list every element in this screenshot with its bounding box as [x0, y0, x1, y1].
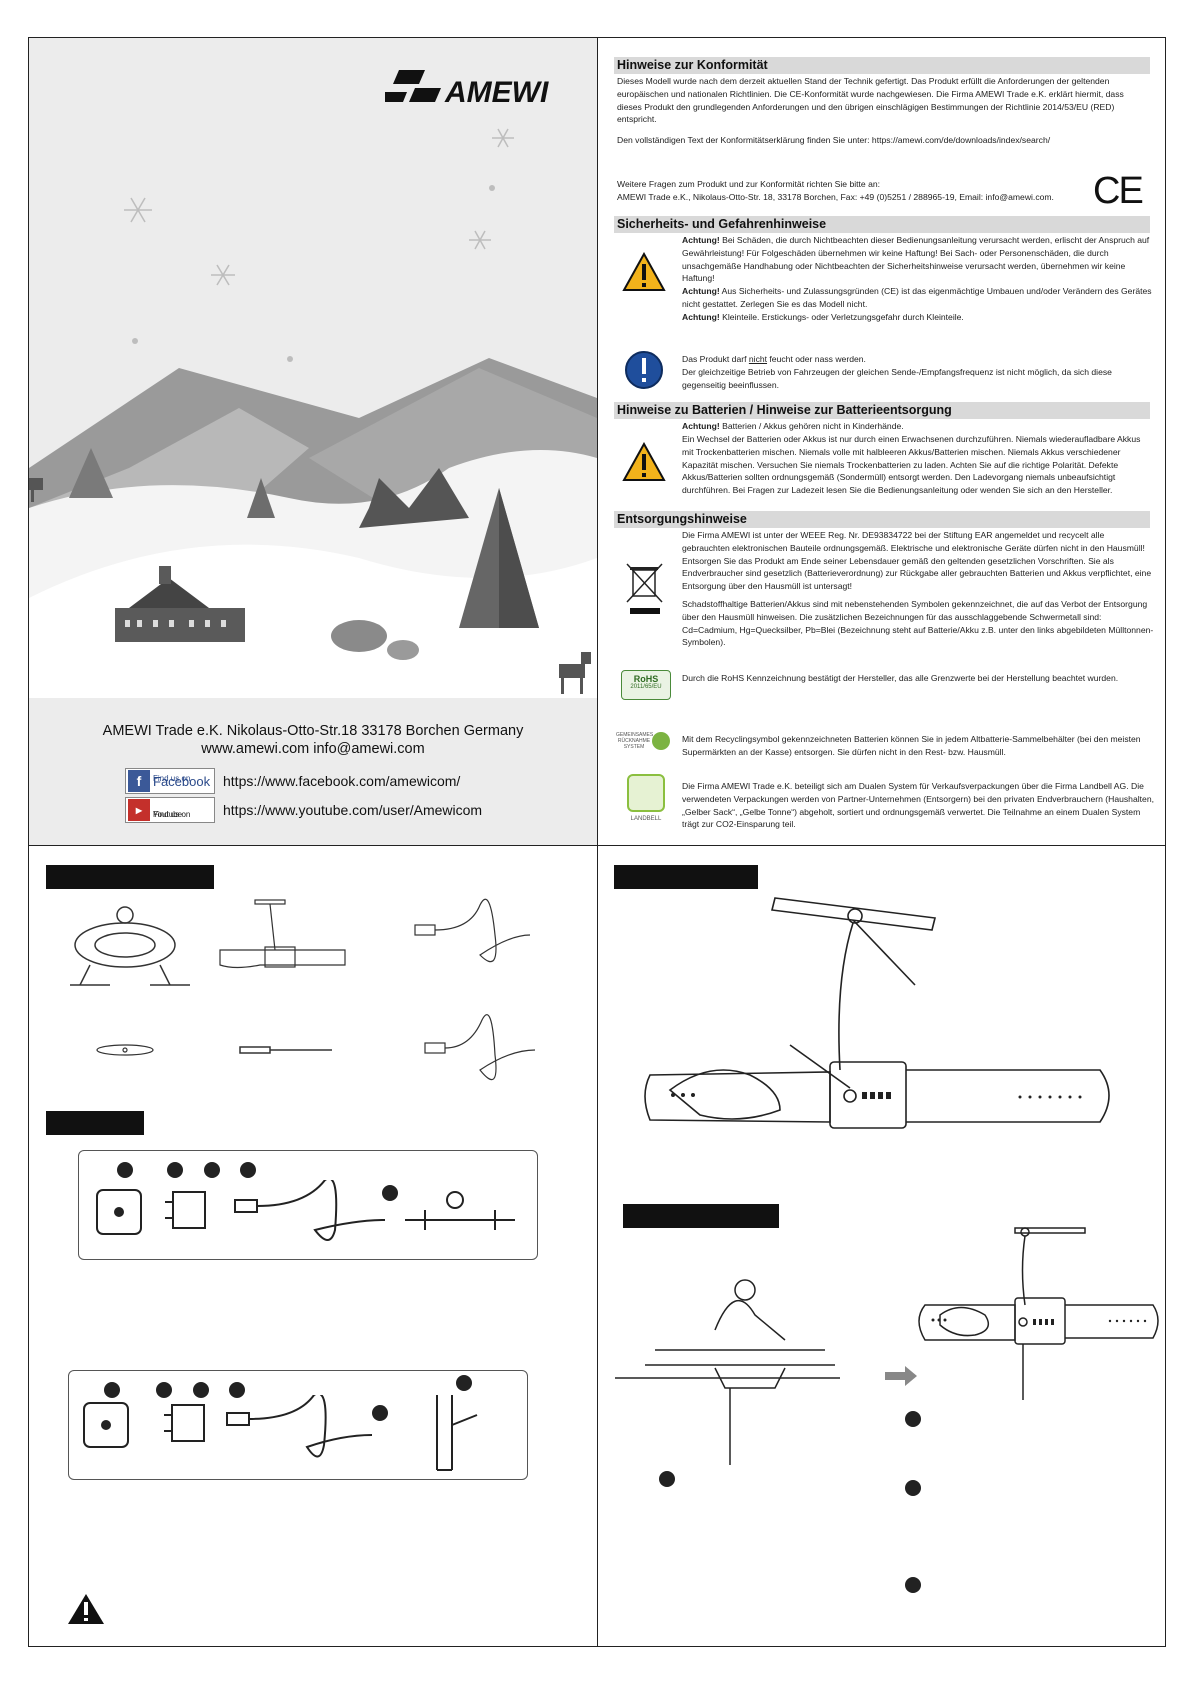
- warning-triangle-icon: [68, 1594, 104, 1624]
- safety-heading: Sicherheits- und Gefahrenhinweise: [614, 216, 1150, 233]
- facebook-badge-small: Find us on: [153, 773, 191, 783]
- recycling-text: Mit dem Recyclingsymbol gekennzeichneten…: [682, 734, 1141, 757]
- pairing-diagram-drawing: [615, 1227, 1159, 1465]
- step-marker: [117, 1162, 133, 1178]
- conformity-text-4: AMEWI Trade e.K., Nikolaus-Otto-Str. 18,…: [617, 192, 1054, 202]
- battery-warning-icon: [622, 442, 666, 481]
- step-marker: [167, 1162, 183, 1178]
- wrist-strap-left: [644, 1071, 831, 1123]
- landbell-text: Die Firma AMEWI Trade e.K. beteiligt sic…: [682, 781, 1154, 830]
- step-marker: [905, 1480, 921, 1496]
- step-marker: [204, 1162, 220, 1178]
- facebook-url[interactable]: https://www.facebook.com/amewicom/: [223, 773, 461, 789]
- conformity-text-3: Weitere Fragen zum Produkt und zur Konfo…: [617, 179, 881, 189]
- horizontal-divider: [28, 845, 1166, 846]
- screwdriver-drawing: [239, 1046, 332, 1054]
- disposal-text-2: Schadstoffhaltige Batterien/Akkus sind m…: [682, 599, 1154, 648]
- charging-heading-bar: [46, 1111, 144, 1135]
- charger-plug-icon: [172, 1191, 206, 1229]
- step-marker: [372, 1405, 388, 1421]
- conformity-text-2: Den vollständigen Text der Konformitätse…: [617, 135, 1051, 145]
- safety-warning-3: Achtung! Kleinteile. Erstickungs- oder V…: [682, 312, 964, 322]
- usb-cable-drawing: [414, 898, 531, 963]
- youtube-badge-big: Youtube: [153, 810, 183, 819]
- step-marker: [104, 1382, 120, 1398]
- wrist-strap-right: [906, 1069, 1110, 1123]
- arrow-right-icon: [885, 1366, 917, 1386]
- charging-chain-drawing-1: [96, 1180, 515, 1241]
- antenna-pointer-line: [852, 919, 916, 986]
- safety-moisture-note: Das Produkt darf nicht feucht oder nass …: [682, 354, 866, 364]
- winter-landscape-illustration: [29, 128, 597, 845]
- step-marker: [905, 1577, 921, 1593]
- youtube-badge[interactable]: ▶ Find us on Youtube: [125, 797, 215, 823]
- step-marker: [382, 1185, 398, 1201]
- youtube-row: ▶ Find us on Youtube https://www.youtube…: [125, 797, 482, 823]
- battery-heading: Hinweise zu Batterien / Hinweise zur Bat…: [614, 402, 1150, 419]
- step-marker: [193, 1382, 209, 1398]
- usb-plug-icon: [234, 1199, 258, 1213]
- step-marker: [456, 1375, 472, 1391]
- package-contents-diagrams: [70, 898, 536, 1081]
- battery-warning-text: Ein Wechsel der Batterien oder Akkus ist…: [682, 434, 1141, 496]
- safety-warning-2: Achtung! Aus Sicherheits- und Zulassungs…: [682, 286, 1152, 309]
- facebook-badge-big: Facebook: [153, 773, 211, 789]
- antenna-icon: [771, 897, 936, 931]
- info-exclamation-icon: [625, 351, 663, 389]
- contact-web-email: www.amewi.com info@amewi.com: [201, 741, 425, 757]
- snowflake-icons: [124, 128, 514, 286]
- warning-triangle-icon: [622, 252, 666, 291]
- rohs-text: Durch die RoHS Kennzeichnung bestätigt d…: [682, 673, 1119, 683]
- disposal-heading: Entsorgungshinweise: [614, 511, 1150, 528]
- rohs-badge-icon: RoHS 2011/65/EU: [621, 670, 671, 700]
- power-pointer-line: [789, 1044, 851, 1089]
- hoverbike-drawing: [70, 906, 190, 986]
- wrist-controller-drawing: [219, 899, 346, 969]
- landbell-badge-icon: LANDBELL: [626, 774, 666, 824]
- safety-warning-1: Achtung! Bei Schäden, die durch Nichtbea…: [682, 235, 1150, 284]
- step-marker: [905, 1411, 921, 1427]
- disposal-text-1: Die Firma AMEWI ist unter der WEEE Reg. …: [682, 530, 1152, 592]
- power-adapter-icon: [96, 1189, 142, 1235]
- wrist-controller-detail-drawing: [644, 897, 1110, 1129]
- youtube-icon: ▶: [128, 799, 150, 821]
- crossed-bin-icon: [626, 563, 663, 614]
- facebook-icon: f: [128, 770, 150, 792]
- youtube-badge-small: Find us on: [153, 810, 191, 819]
- propeller-drawing: [96, 1044, 154, 1056]
- cable-icon: [256, 1180, 386, 1241]
- charging-chain-drawing-2: [83, 1395, 478, 1471]
- conformity-heading: Hinweise zur Konformität: [614, 57, 1150, 74]
- hoverbike-icon: [405, 1210, 515, 1230]
- power-button-icon: [843, 1089, 857, 1103]
- ce-mark-icon: CE: [1093, 170, 1144, 212]
- contact-address: AMEWI Trade e.K. Nikolaus-Otto-Str.18 33…: [102, 723, 524, 739]
- controller-heading-bar: [614, 865, 758, 889]
- contents-heading-bar: [46, 865, 214, 889]
- safety-frequency-note: Der gleichzeitige Betrieb von Fahrzeugen…: [682, 367, 1112, 390]
- controller-body: [829, 1061, 907, 1129]
- cover-panel: AMEWI: [29, 38, 597, 845]
- pairing-heading-bar: [623, 1204, 779, 1228]
- step-marker: [156, 1382, 172, 1398]
- step-marker: [240, 1162, 256, 1178]
- facebook-row: f Find us on Facebook https://www.facebo…: [125, 768, 460, 794]
- battery-warning-1: Achtung! Batterien / Akkus gehören nicht…: [682, 421, 904, 431]
- conformity-text-1: Dieses Modell wurde nach dem derzeit akt…: [617, 76, 1124, 125]
- youtube-url[interactable]: https://www.youtube.com/user/Amewicom: [223, 802, 483, 818]
- amewi-logo: AMEWI: [385, 70, 549, 108]
- cover-contact: AMEWI Trade e.K. Nikolaus-Otto-Str.18 33…: [29, 722, 597, 758]
- step-marker: [659, 1471, 675, 1487]
- usb-cable-2-drawing: [424, 1014, 536, 1081]
- step-marker: [229, 1382, 245, 1398]
- logo-wordmark: AMEWI: [444, 76, 549, 108]
- facebook-badge[interactable]: f Find us on Facebook: [125, 768, 215, 794]
- vertical-divider: [597, 37, 598, 1647]
- recycling-badge-icon: GEMEINSAMES RÜCKNAHME SYSTEM: [616, 728, 674, 754]
